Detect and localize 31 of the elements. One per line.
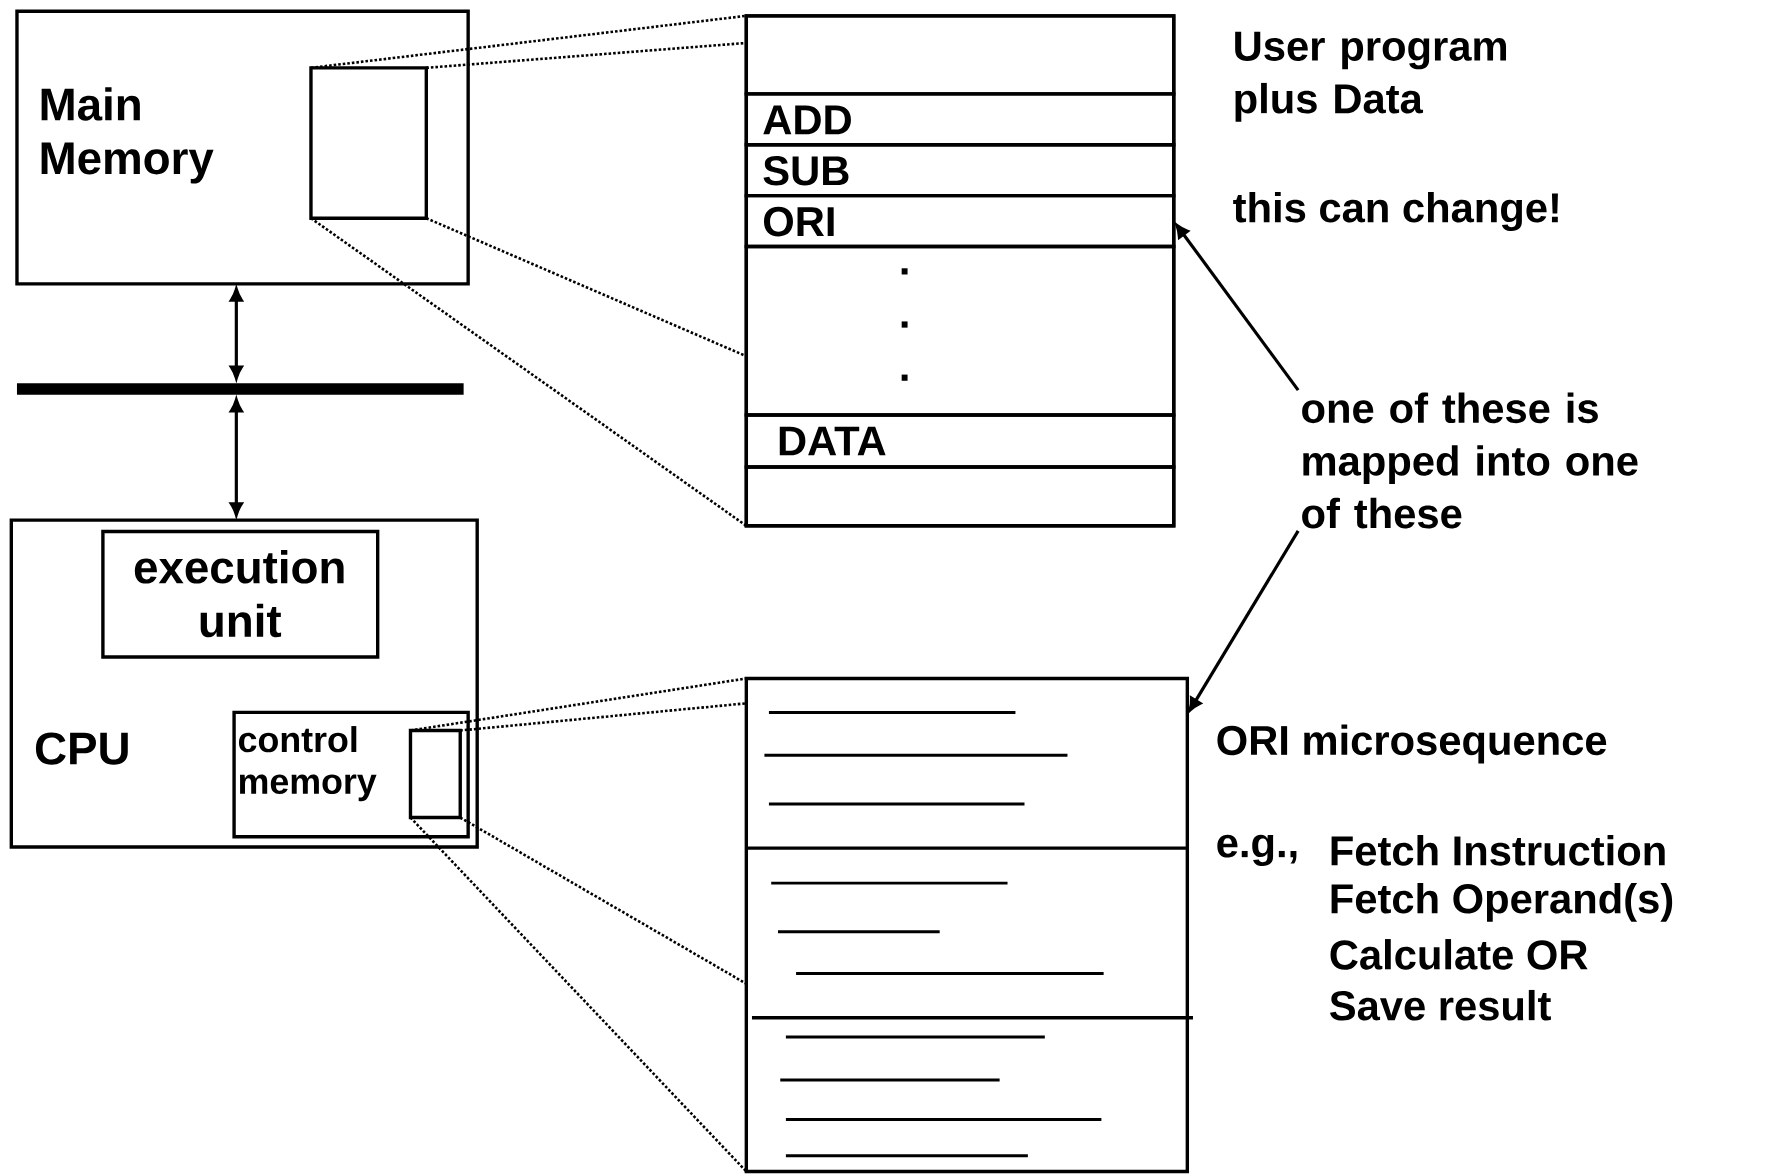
zoom-line: [310, 14, 747, 70]
memory-row: ADD: [744, 92, 1176, 147]
zoom-line: [425, 217, 747, 358]
zoom-box: [408, 728, 462, 820]
memory-row: ORI: [744, 193, 1176, 249]
zoom-line: [310, 217, 748, 527]
microsequence-box: [744, 676, 1193, 1174]
control-memory-box: control memory: [232, 710, 470, 839]
bus-bar: [16, 383, 464, 395]
zoom-line: [410, 677, 747, 732]
arrow: [1175, 224, 1300, 392]
label-text: this can change!: [1233, 191, 1558, 231]
zoom-line: [460, 702, 747, 732]
zoom-line: [409, 816, 748, 1173]
memory-row: DATA: [744, 413, 1176, 469]
label-text: Save result: [1330, 989, 1551, 1021]
label-text: User program plus Data: [1235, 31, 1506, 122]
label-text: Calculate OR: [1330, 939, 1588, 970]
memory-box: Main Memory: [15, 9, 470, 286]
memory-row: [744, 465, 1176, 528]
label-text: ORI microsequence: [1217, 724, 1607, 764]
zoom-line: [426, 41, 747, 70]
execution-unit-box: execution unit: [101, 529, 380, 659]
memory-row: . . .: [744, 244, 1176, 417]
memory-row: SUB: [744, 143, 1176, 198]
arrow: [1188, 530, 1300, 712]
label-text: Fetch Instruction: [1331, 835, 1665, 866]
zoom-box: [309, 66, 428, 220]
zoom-line: [459, 816, 747, 985]
note-text: one of these is mapped into one of these: [1302, 392, 1638, 529]
label-text: Fetch Operand(s): [1331, 882, 1673, 922]
